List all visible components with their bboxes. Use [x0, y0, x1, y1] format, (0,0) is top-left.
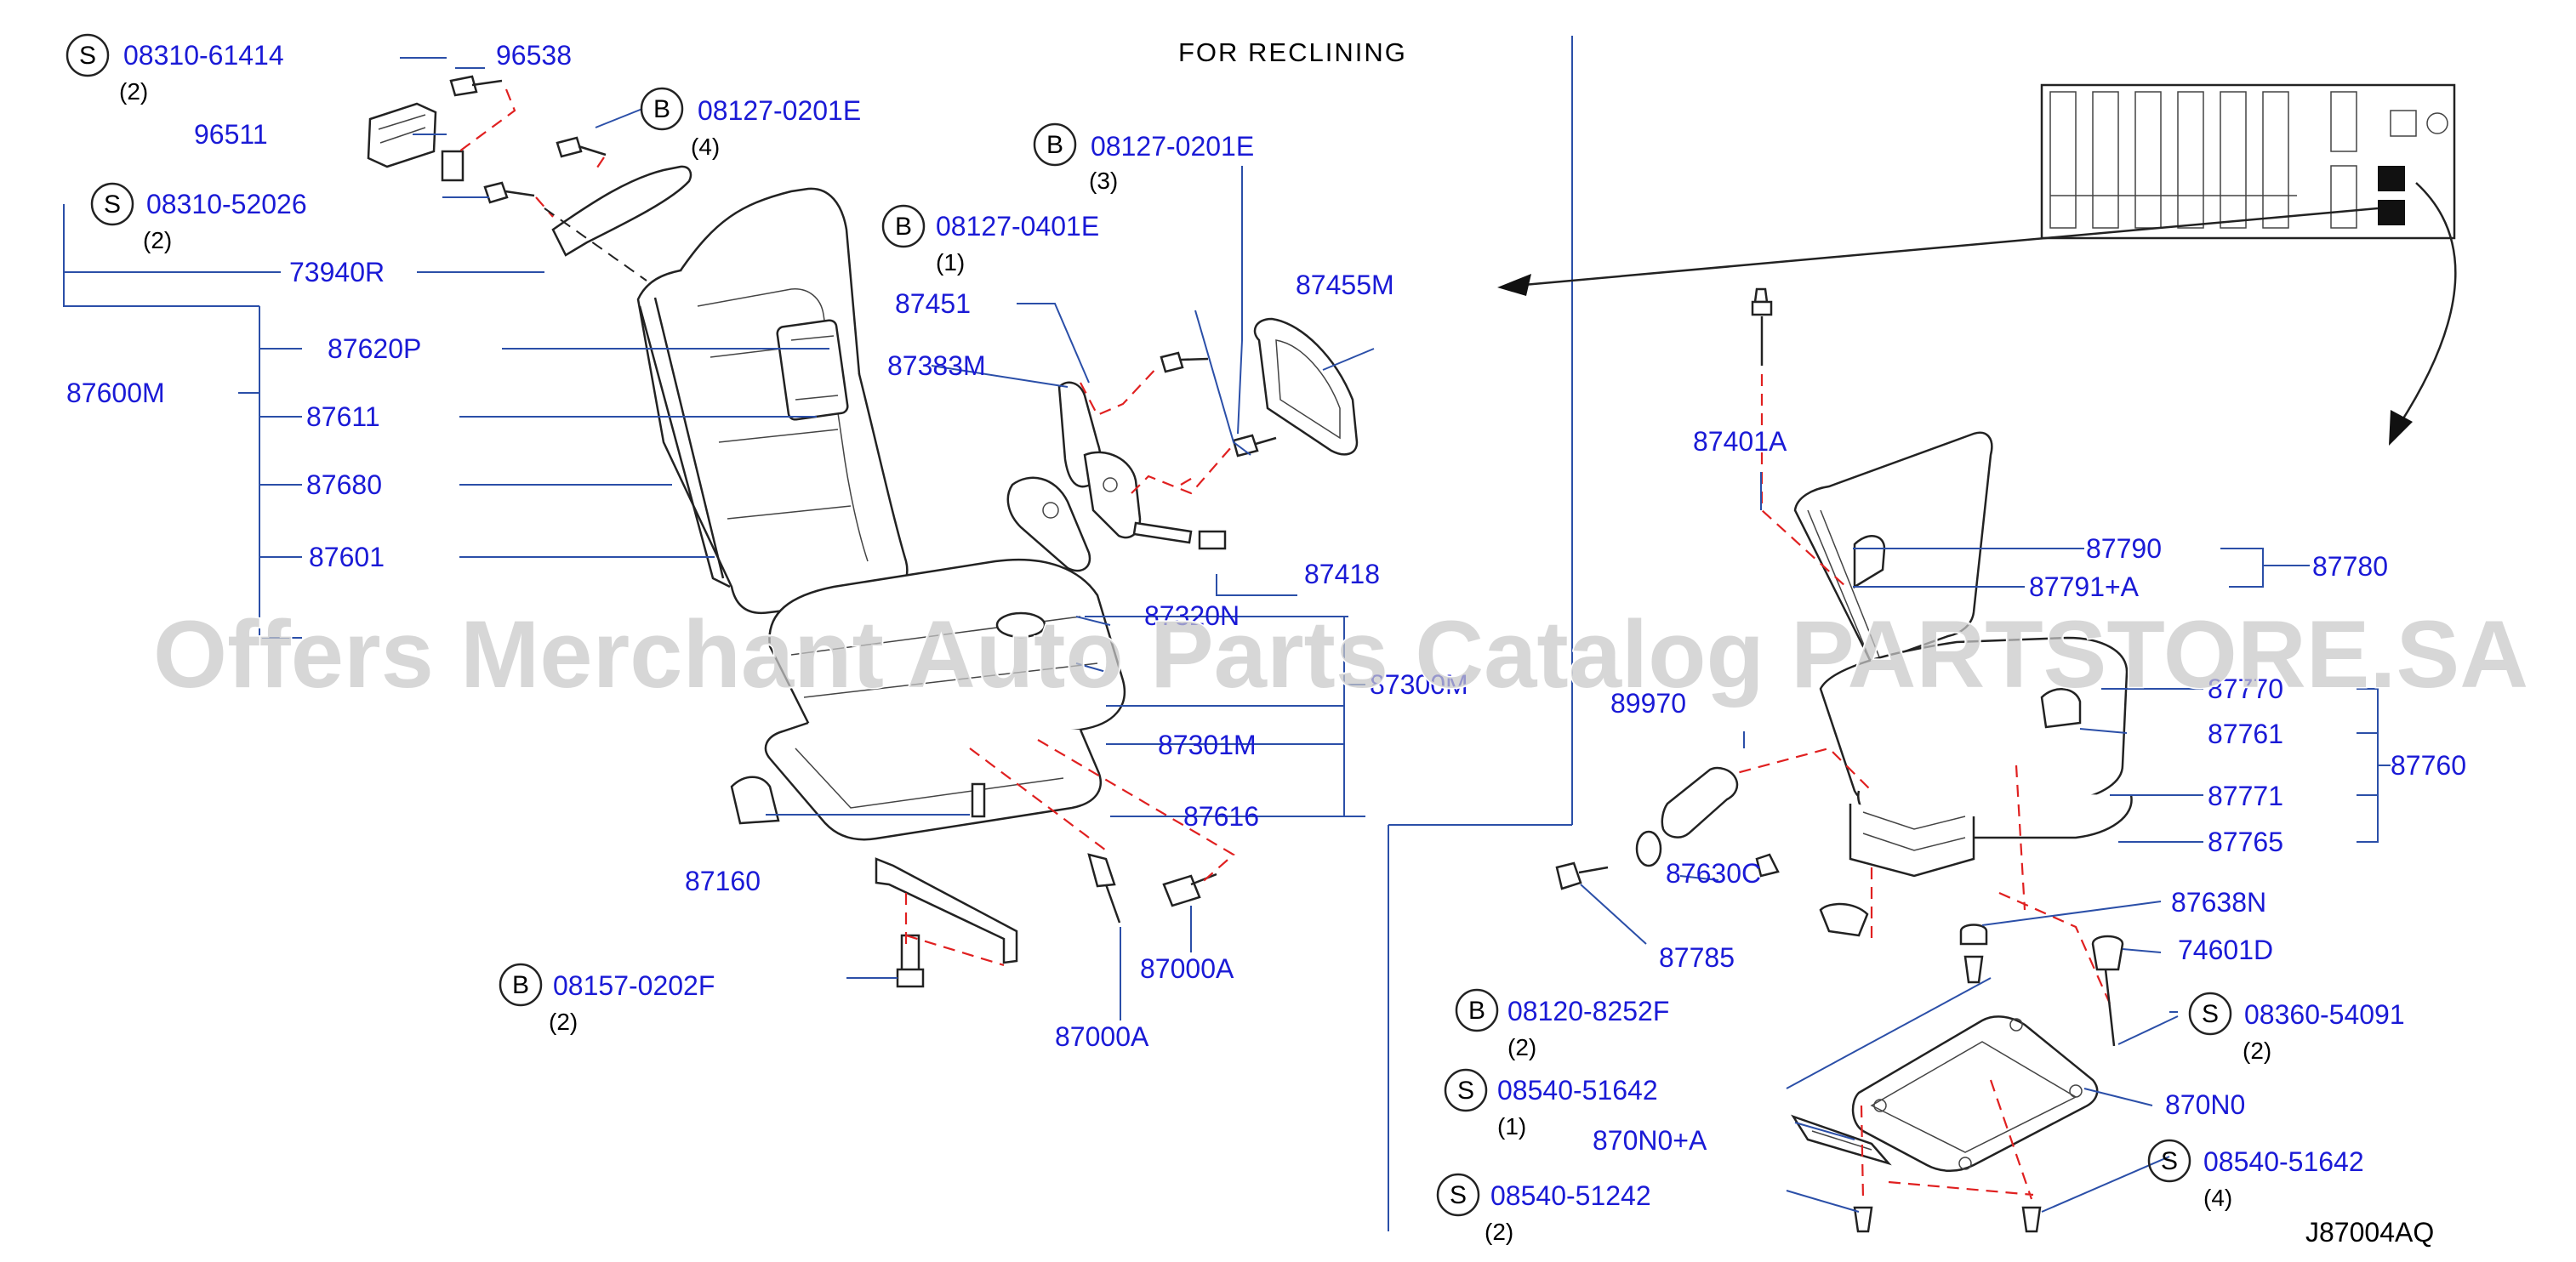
cab-layout-thumbnail — [1497, 83, 2457, 446]
callout-s-08540-51242: S 08540-51242 (2) — [1450, 1180, 1651, 1245]
part-number: 08310-52026 — [146, 189, 307, 219]
callout-b-08127-0401e: B 08127-0401E (1) — [895, 211, 1099, 276]
callout-s-08540-51642-b: S 08540-51642 (4) — [2161, 1146, 2364, 1211]
part-label-87301m: 87301M — [1158, 730, 1257, 760]
part-number: 08540-51642 — [1497, 1075, 1658, 1106]
part-label-87000a-1: 87000A — [1140, 953, 1234, 984]
part-label-87638n: 87638N — [2171, 887, 2266, 918]
diagram-title: FOR RECLINING — [1178, 37, 1407, 67]
quantity: (4) — [2203, 1185, 2232, 1211]
callout-symbol: S — [79, 42, 96, 70]
callout-symbol: S — [2161, 1147, 2178, 1175]
part-label-87630c: 87630C — [1666, 858, 1761, 889]
quantity: (1) — [1497, 1113, 1526, 1140]
watermark-text: Offers Merchant Auto Parts Catalog PARTS… — [153, 601, 2528, 708]
callout-symbol: S — [104, 190, 121, 219]
part-label-87601: 87601 — [309, 542, 385, 572]
part-label-87383m: 87383M — [887, 350, 986, 381]
callout-symbol: B — [1046, 131, 1063, 159]
callout-symbol: B — [1468, 997, 1485, 1025]
quantity: (2) — [119, 78, 148, 105]
part-label-87785: 87785 — [1659, 942, 1735, 973]
section-divider — [1388, 36, 1573, 1231]
quantity: (2) — [143, 227, 172, 253]
callout-symbol: B — [653, 95, 670, 123]
seat-bracket-illustration — [875, 739, 1235, 988]
part-label-87761: 87761 — [2208, 719, 2283, 749]
part-label-74601d: 74601D — [2178, 935, 2273, 965]
callout-b-08157-0202f: B 08157-0202F (2) — [512, 970, 715, 1035]
part-label-87320n: 87320N — [1144, 600, 1240, 631]
part-labels: 96538 96511 73940R 87620P 87600M 87611 8… — [66, 40, 2466, 1156]
part-label-870n0a: 870N0+A — [1593, 1125, 1707, 1156]
part-number: 08540-51242 — [1490, 1180, 1651, 1211]
callout-symbol: S — [2202, 1000, 2219, 1028]
part-label-87401a: 87401A — [1693, 426, 1787, 457]
callout-b-08127-0201e-top: B 08127-0201E (4) — [653, 95, 861, 160]
part-number: 08360-54091 — [2244, 999, 2405, 1030]
part-label-87680: 87680 — [306, 469, 382, 500]
part-label-96538: 96538 — [496, 40, 572, 71]
part-label-870n0: 870N0 — [2165, 1089, 2245, 1120]
part-label-87160: 87160 — [685, 866, 761, 896]
part-number: 08127-0401E — [936, 211, 1099, 242]
callout-symbol: B — [895, 213, 912, 241]
part-label-87770: 87770 — [2208, 674, 2283, 704]
callout-circles — [66, 33, 2232, 1217]
diagram-code: J87004AQ — [2305, 1217, 2434, 1248]
part-number: 08120-8252F — [1507, 996, 1669, 1026]
quantity: (2) — [549, 1009, 578, 1035]
part-label-87000a-2: 87000A — [1055, 1021, 1149, 1052]
quantity: (1) — [936, 249, 965, 276]
quantity: (2) — [1485, 1219, 1513, 1245]
part-label-87780: 87780 — [2312, 551, 2388, 582]
callout-s-08310-61414: S 08310-61414 (2) — [79, 40, 284, 105]
callout-s-08540-51642-a: S 08540-51642 (1) — [1457, 1075, 1658, 1140]
callout-b-08127-0201e-mid: B 08127-0201E (3) — [1046, 131, 1254, 194]
part-label-87600m: 87600M — [66, 378, 165, 408]
part-label-96511: 96511 — [194, 119, 268, 150]
part-label-87616: 87616 — [1183, 801, 1259, 832]
part-label-87620p: 87620P — [328, 333, 421, 364]
part-number: 08157-0202F — [553, 970, 715, 1001]
callout-symbol: S — [1457, 1077, 1474, 1105]
part-label-73940r: 73940R — [289, 257, 385, 287]
callout-symbol: S — [1450, 1181, 1467, 1209]
callout-b-08120-8252f: B 08120-8252F (2) — [1468, 996, 1669, 1060]
part-label-87760: 87760 — [2391, 750, 2466, 781]
part-label-87791a: 87791+A — [2029, 571, 2140, 602]
part-label-87611: 87611 — [306, 401, 380, 432]
quantity: (3) — [1089, 168, 1118, 194]
part-number: 08310-61414 — [123, 40, 284, 71]
part-label-87790: 87790 — [2086, 533, 2162, 564]
hinge-bracket-illustration — [367, 75, 692, 281]
seat-cushion-illustration — [730, 558, 1126, 841]
part-label-87451: 87451 — [895, 288, 971, 319]
part-number: 08540-51642 — [2203, 1146, 2364, 1177]
part-label-89970: 89970 — [1610, 688, 1686, 719]
part-number: 08127-0201E — [698, 95, 861, 126]
quantity: (2) — [2243, 1037, 2271, 1064]
part-label-87418: 87418 — [1304, 559, 1380, 589]
seat-back-illustration — [636, 187, 909, 615]
callout-s-08310-52026: S 08310-52026 (2) — [104, 189, 307, 253]
roller-illustration — [1555, 766, 1739, 890]
base-plate-illustration — [1791, 924, 2124, 1233]
part-label-87765: 87765 — [2208, 827, 2283, 857]
part-number: 08127-0201E — [1091, 131, 1254, 162]
quantity: (2) — [1507, 1034, 1536, 1060]
callout-symbol: B — [512, 971, 529, 999]
part-label-87455m: 87455M — [1296, 270, 1394, 300]
recliner-illustration — [1006, 317, 1359, 572]
quantity: (4) — [691, 134, 720, 160]
callout-s-08360-54091: S 08360-54091 (2) — [2202, 999, 2405, 1064]
part-label-87300m: 87300M — [1370, 669, 1468, 700]
part-label-87771: 87771 — [2208, 781, 2283, 811]
leader-lines — [63, 57, 2391, 1213]
